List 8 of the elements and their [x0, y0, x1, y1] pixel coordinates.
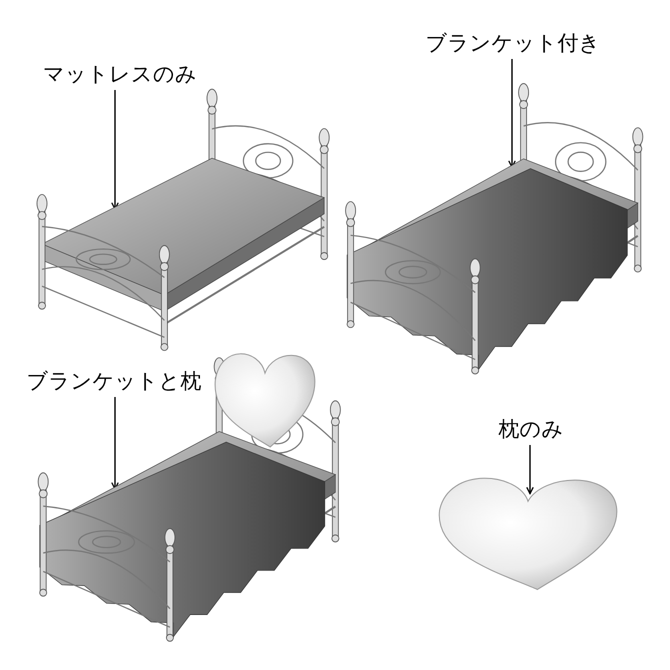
arrow	[508, 59, 516, 168]
arrow	[111, 397, 119, 490]
caption-label: ブランケットと枕	[18, 369, 210, 395]
caption-label: 枕のみ	[498, 417, 564, 443]
caption-label: ブランケット付き	[418, 31, 608, 57]
arrow	[111, 90, 119, 210]
caption-label: マットレスのみ	[30, 62, 210, 88]
arrow	[526, 445, 534, 494]
